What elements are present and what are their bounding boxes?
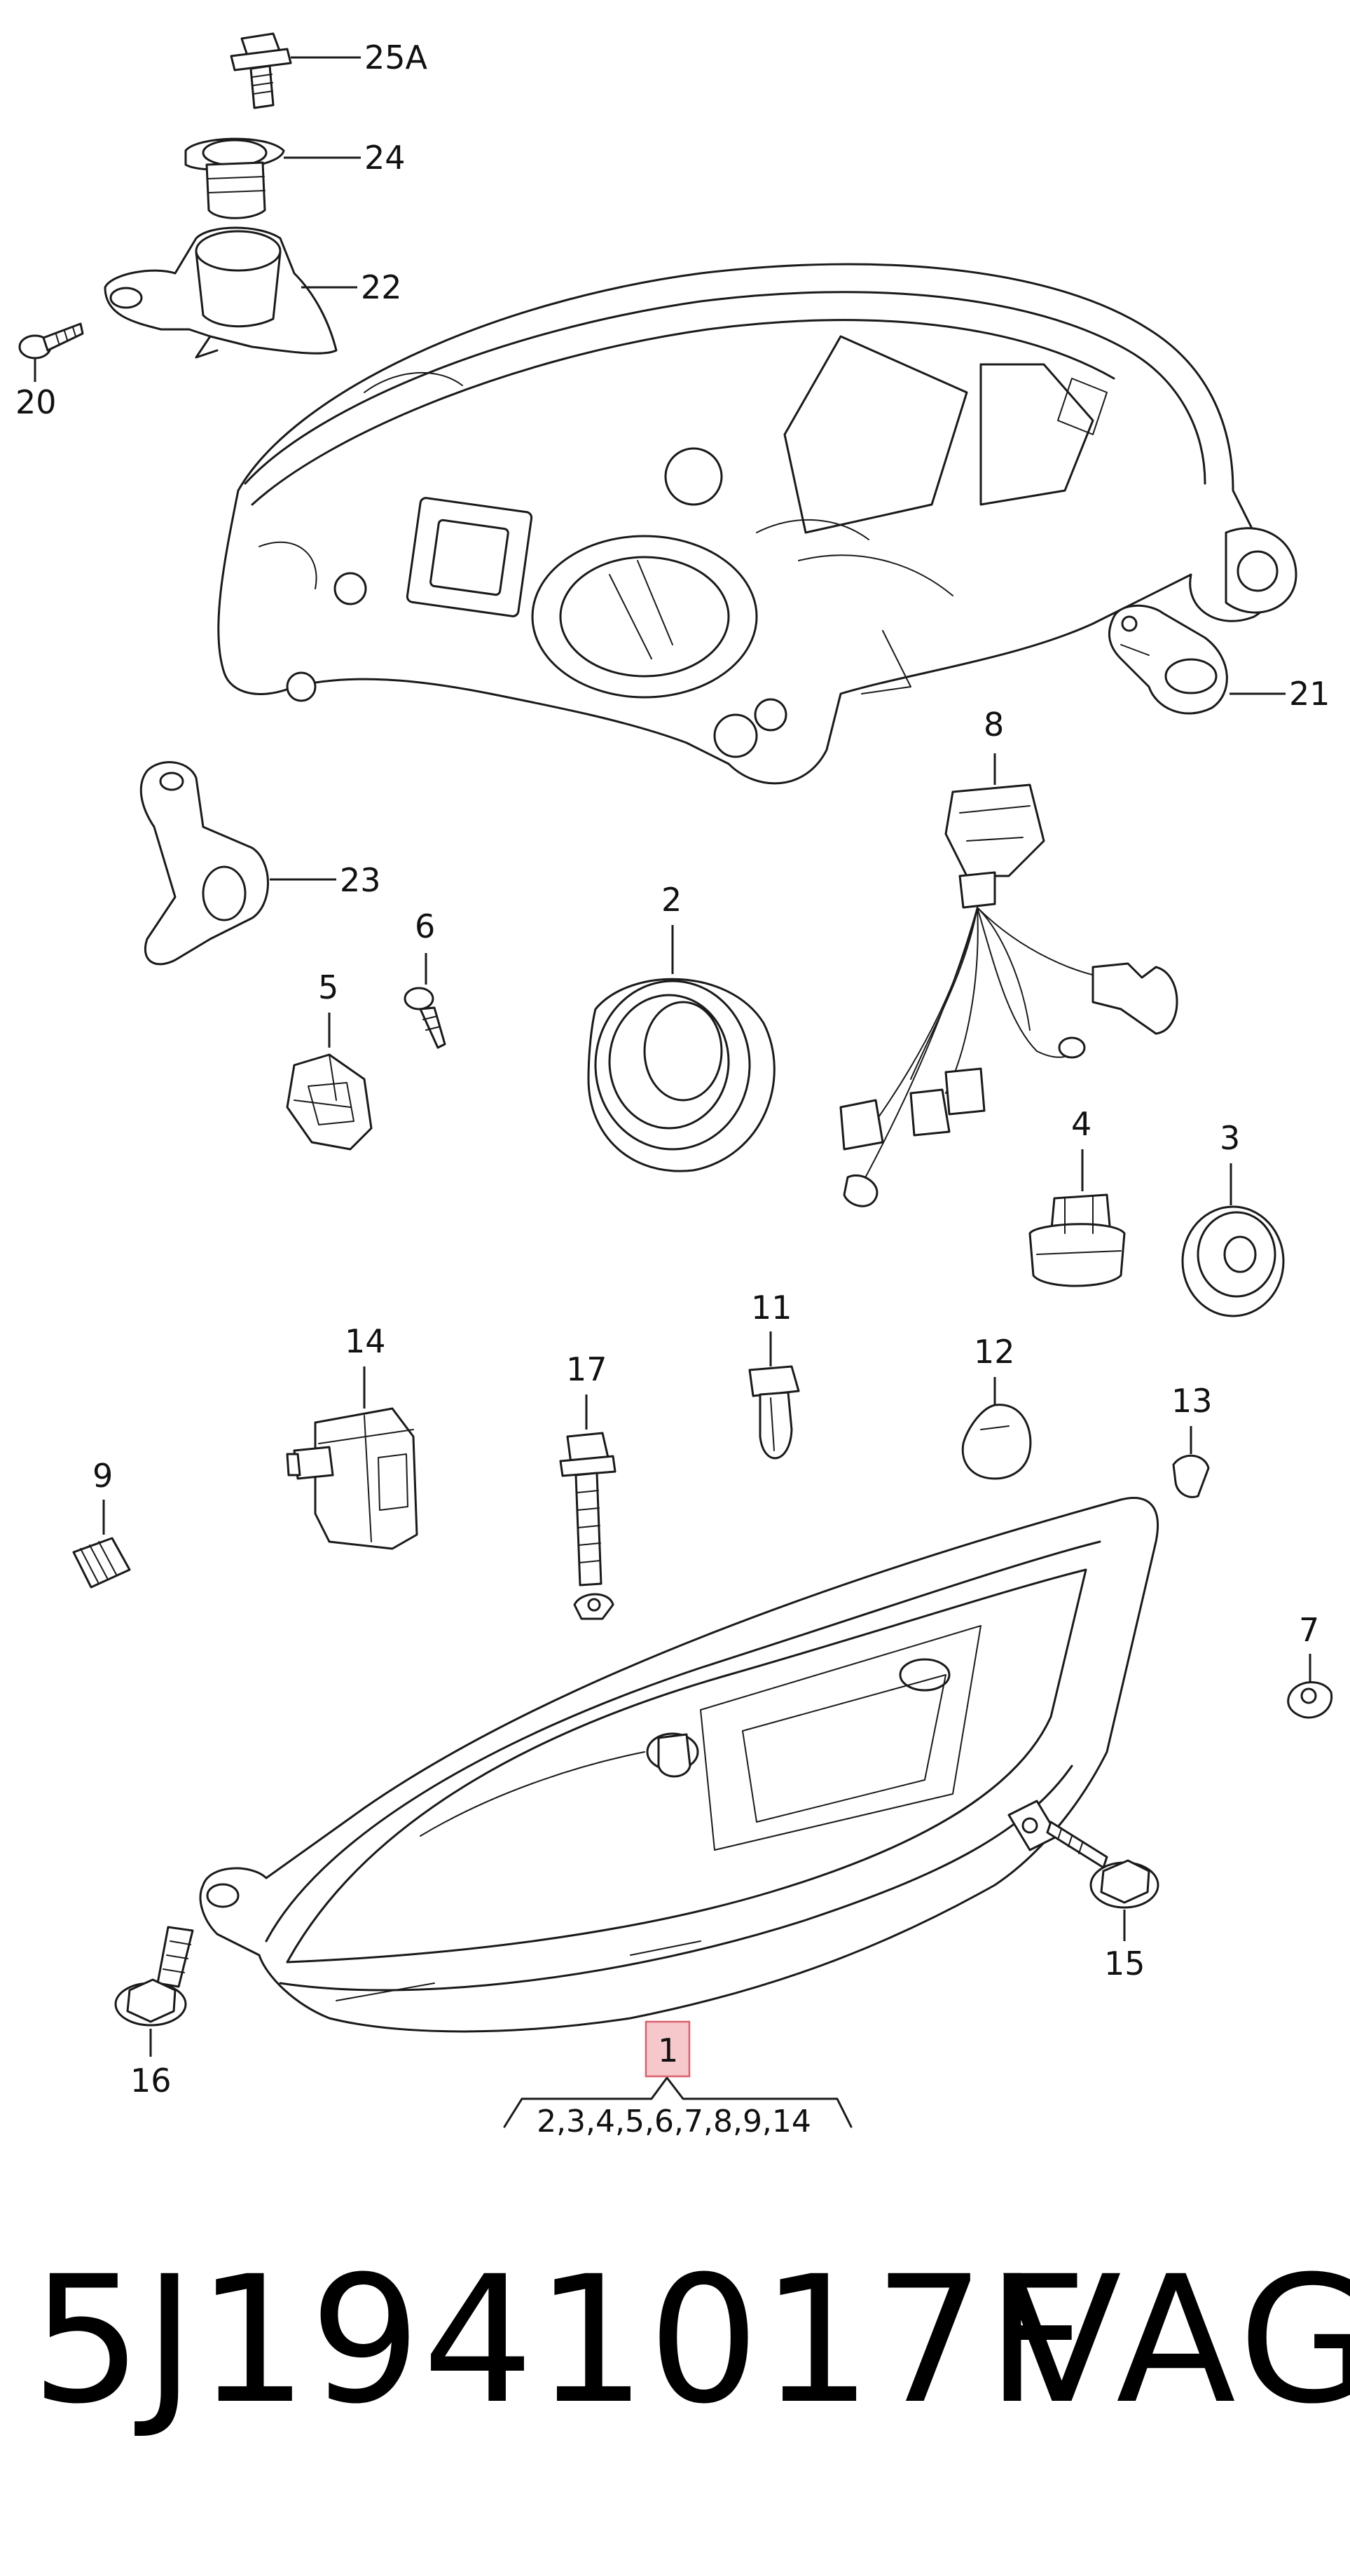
callout-11: 11 [751,1289,792,1327]
callout-14: 14 [345,1322,386,1360]
callout-1: 1 [658,2032,678,2069]
item-17-long-bolt [559,1395,617,1587]
item-11-bulb [748,1331,800,1460]
item-13-small-bulb [1172,1426,1210,1498]
callout-23: 23 [340,861,381,899]
callout-16: 16 [130,2062,172,2099]
callout-20: 20 [15,383,57,421]
callout-13: 13 [1171,1382,1213,1420]
headlamp-front-view [199,1497,1159,2033]
item-2-sealing-ring [587,925,776,1172]
part-number: 5J1941017F [31,2238,1089,2442]
item-12-bulb [961,1377,1032,1480]
item-14-adjuster-motor [286,1366,418,1550]
callout-21: 21 [1289,675,1330,713]
callout-15: 15 [1104,1945,1145,1982]
item-25A-screw [230,32,361,109]
callout-12: 12 [974,1333,1015,1371]
footer: 5J1941017F VAG [0,2235,1350,2446]
callout-8: 8 [984,706,1004,744]
item-6-screw [404,953,446,1049]
callout-6: 6 [415,907,435,945]
item-23-bracket [139,761,336,966]
item-20-small-screw [18,322,84,382]
callout-3: 3 [1220,1119,1240,1157]
callout-9: 9 [92,1457,113,1495]
item-24-grommet [184,137,361,219]
callout-4: 4 [1071,1105,1091,1143]
item-8-wiring-harness [839,753,1178,1207]
item-21-bracket [1108,604,1286,715]
callout-17: 17 [566,1350,607,1388]
item-22-bracket [104,226,357,359]
assembly-bracket [503,2076,853,2128]
item-9-plug [72,1500,131,1589]
callout-2: 2 [661,881,682,919]
item-3-cap [1181,1163,1285,1317]
headlamp-housing-rear [217,263,1297,785]
item-5-clip [286,1013,373,1151]
callout-24: 24 [364,139,406,177]
item-16-bolt [114,1926,194,2057]
callout-5: 5 [318,968,338,1006]
item-7-clip [1287,1654,1333,1719]
item-4-bulb-socket [1028,1149,1126,1287]
brand-name: VAG [1002,2238,1350,2442]
callout-22: 22 [361,268,402,306]
callout-7: 7 [1299,1611,1319,1649]
item-15-bolt [1046,1821,1159,1941]
callout-1-highlight [645,2020,691,2078]
assembly-subparts-list: 2,3,4,5,6,7,8,9,14 [537,2104,811,2139]
callout-25A: 25A [364,39,428,76]
